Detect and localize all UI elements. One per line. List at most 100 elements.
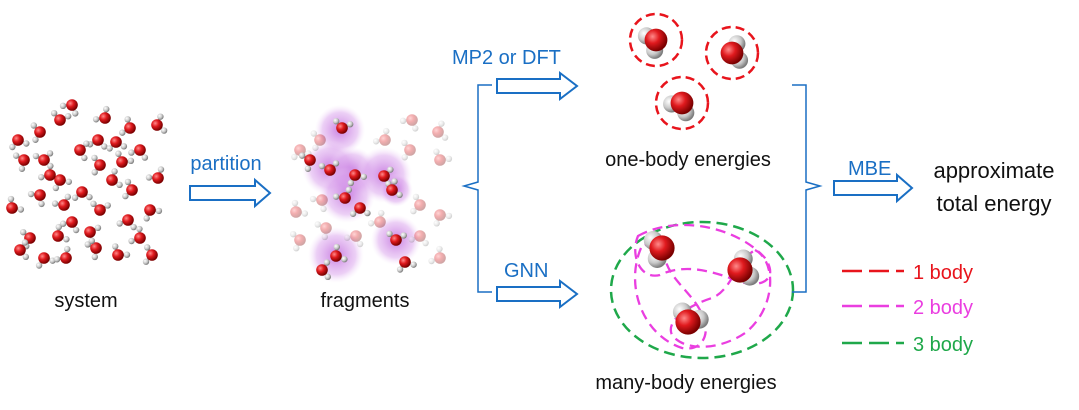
water-molecule [637, 27, 668, 59]
water-molecule [298, 152, 316, 172]
water-molecule [727, 249, 760, 286]
legend-label-1-body: 1 body [913, 262, 973, 284]
water-molecule [432, 120, 449, 141]
water-molecule [396, 256, 417, 273]
total-energy-label: total energy [937, 191, 1052, 216]
water-molecule [290, 199, 309, 218]
water-molecule [410, 193, 426, 215]
one-body-molecules [628, 12, 760, 131]
water-molecule [116, 214, 137, 231]
water-molecule [314, 221, 332, 241]
water-molecule [115, 150, 135, 168]
legend-item-2-body: 2 body [842, 297, 973, 319]
water-molecule [35, 252, 56, 269]
water-molecule [367, 209, 386, 228]
water-molecule [6, 195, 25, 214]
water-molecule [309, 194, 328, 213]
water-molecule [84, 241, 102, 261]
one-body-circle-1 [628, 12, 684, 68]
water-molecule [12, 152, 30, 172]
one-body-water-1 [637, 27, 668, 59]
gnn-arrow [496, 278, 579, 310]
water-molecule [386, 178, 403, 199]
water-molecule [52, 174, 73, 192]
water-molecule [30, 122, 46, 143]
fragments-label: fragments [321, 290, 410, 312]
water-molecule [372, 127, 391, 146]
mbe-arrow [833, 172, 914, 204]
water-molecule [643, 231, 675, 268]
fragments-molecule-cluster [289, 104, 453, 283]
water-molecule [151, 113, 168, 134]
water-molecule [433, 148, 453, 166]
right-bracket [792, 84, 823, 293]
water-molecule [343, 230, 364, 248]
legend-label-3-body: 3 body [913, 334, 973, 356]
water-molecule [74, 140, 90, 162]
gnn-label: GNN [504, 260, 548, 282]
water-molecule [119, 116, 136, 136]
water-molecule [51, 193, 72, 211]
water-molecule [289, 230, 306, 252]
water-molecule [349, 202, 371, 217]
water-molecule [128, 144, 149, 161]
water-molecule [330, 243, 348, 263]
water-molecule [428, 245, 446, 265]
one-body-energies-label: one-body energies [605, 149, 771, 171]
three-body-ellipse [609, 220, 795, 360]
many-body-water-2 [727, 249, 760, 286]
water-molecule [84, 224, 102, 245]
water-molecule [106, 168, 123, 189]
water-molecule [142, 244, 158, 265]
water-molecule [52, 223, 70, 243]
water-molecule [318, 160, 340, 176]
approximate-label: approximate [933, 158, 1054, 183]
water-molecule [720, 35, 749, 69]
legend-item-1-body: 1 body [842, 262, 973, 284]
partition-label: partition [190, 153, 261, 175]
water-molecule [90, 200, 111, 216]
water-molecule [399, 114, 419, 132]
mp2-dft-arrow [496, 70, 579, 102]
water-molecule [128, 225, 146, 245]
one-body-circle-2 [704, 25, 760, 81]
system-molecule-cluster [6, 99, 168, 269]
water-molecule [143, 204, 163, 222]
legend: 1 body 2 body 3 body [842, 262, 973, 356]
water-molecule [145, 166, 165, 184]
water-molecule [50, 109, 72, 126]
many-body-water-3 [672, 302, 709, 335]
water-molecule [332, 117, 354, 134]
water-molecule [310, 130, 326, 151]
water-molecule [378, 166, 394, 188]
water-molecule [112, 243, 131, 261]
one-body-water-2 [720, 35, 749, 69]
water-molecule [86, 134, 108, 150]
one-body-water-3 [663, 91, 695, 122]
water-molecule [122, 178, 138, 200]
many-body-molecules [609, 220, 795, 360]
water-molecule [27, 189, 46, 208]
legend-label-2-body: 2 body [913, 297, 973, 319]
system-label: system [54, 290, 117, 312]
water-molecule [92, 105, 111, 124]
many-body-energies-label: many-body energies [595, 372, 776, 394]
legend-item-3-body: 3 body [842, 334, 973, 356]
water-molecule [433, 209, 453, 227]
water-molecule [59, 99, 79, 117]
water-molecule [347, 169, 368, 187]
water-molecule [59, 216, 80, 234]
water-molecule [91, 154, 106, 176]
water-molecule [106, 136, 128, 152]
one-body-circle-3 [654, 75, 710, 131]
water-molecule [672, 302, 709, 335]
water-molecule [663, 91, 695, 122]
water-molecule [32, 150, 54, 166]
water-molecule [53, 245, 72, 264]
water-molecule [71, 186, 93, 201]
left-bracket [461, 84, 492, 293]
partition-arrow [189, 177, 272, 209]
water-molecule [408, 230, 429, 247]
many-body-water-1 [643, 231, 675, 268]
